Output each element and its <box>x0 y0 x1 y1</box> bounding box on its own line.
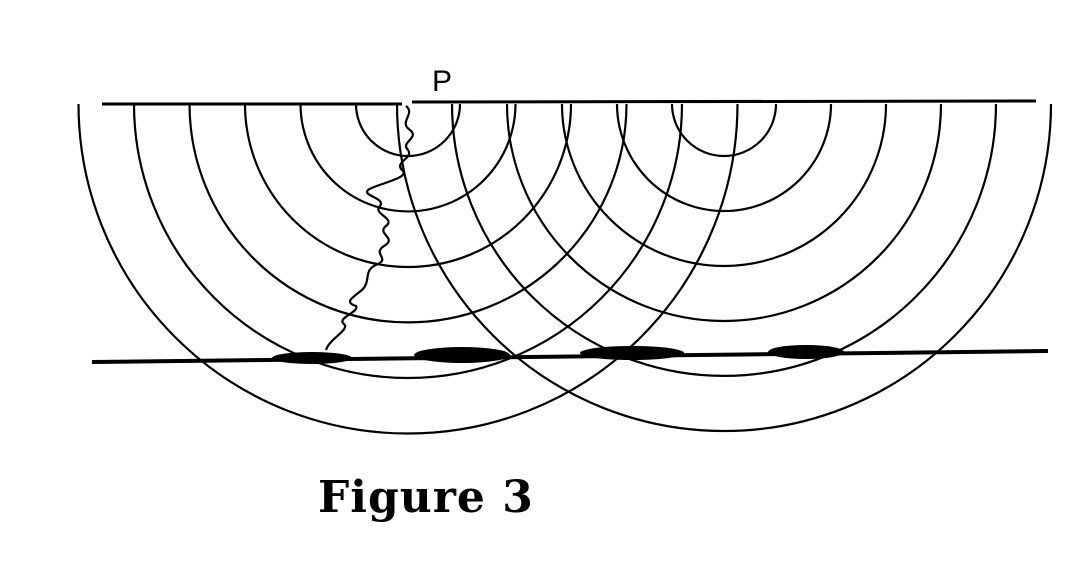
right-source-wavefront-2 <box>615 103 833 213</box>
left-source-wavefront-6 <box>77 103 739 435</box>
top-surface-right-segment <box>411 99 1037 104</box>
left-source-wavefront-2 <box>299 103 517 213</box>
blotch-2 <box>414 347 510 363</box>
bottom-surface-blotches <box>272 345 844 364</box>
right-source-wavefront-3 <box>560 103 888 268</box>
right-source-wavefront-5 <box>450 103 998 378</box>
left-source-wavefront-1 <box>354 103 462 158</box>
left-source-wavefronts <box>77 103 739 435</box>
right-source-wavefront-1 <box>670 103 778 158</box>
point-p-label: P <box>432 65 452 98</box>
right-source-wavefront-4 <box>505 103 943 323</box>
blotch-4 <box>768 345 844 359</box>
bottom-surface <box>91 349 1049 364</box>
blotch-3 <box>580 346 684 360</box>
right-source-wavefront-6 <box>395 103 1053 433</box>
refracted-ray <box>324 105 414 351</box>
left-source-wavefront-3 <box>243 103 573 269</box>
figure-caption: Figure 3 <box>318 472 534 523</box>
right-source-wavefronts <box>395 103 1053 433</box>
blotch-1 <box>272 352 352 364</box>
top-surface <box>102 99 1037 106</box>
left-source-wavefront-4 <box>188 103 628 324</box>
left-source-wavefront-5 <box>132 103 684 380</box>
